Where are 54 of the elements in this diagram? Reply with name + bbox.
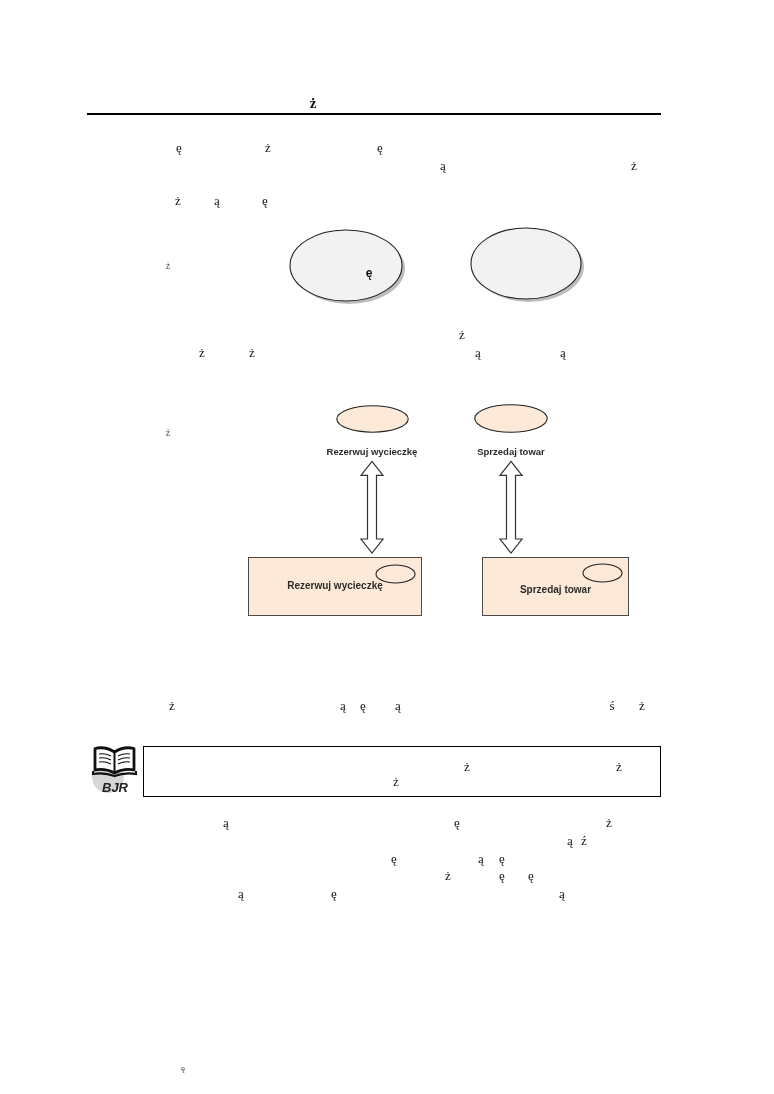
text-fragment: ż [169, 698, 175, 712]
text-fragment: ą [559, 886, 565, 900]
text-fragment: ę [499, 868, 505, 882]
ellipse-text: ę [365, 267, 373, 279]
text-fragment: ż [445, 868, 451, 882]
page-title: ż [309, 95, 317, 111]
oval-shape [582, 563, 623, 583]
text-fragment: ę [391, 851, 397, 865]
text-fragment: ę [176, 140, 182, 154]
text-fragment: ą [395, 698, 401, 712]
text-fragment: ę [331, 886, 337, 900]
text-fragment: ż [631, 158, 637, 172]
text-fragment: ę [528, 868, 534, 882]
component-box [248, 557, 422, 616]
text-fragment: ż [606, 815, 612, 829]
note-text: ż [464, 759, 470, 773]
text-fragment: ę [262, 193, 268, 207]
double-arrow [359, 460, 385, 554]
text-fragment: ą [478, 851, 484, 865]
text-fragment: ż [199, 345, 205, 359]
note-text: ż [616, 759, 622, 773]
icon-caption: BJR [102, 780, 128, 794]
text-fragment: ę [181, 1063, 185, 1073]
use-case-name: Rezerwuj wycieczkę [326, 446, 418, 458]
oval-shape [470, 227, 585, 303]
text-fragment: ą [567, 833, 573, 847]
text-fragment: ż [175, 193, 181, 207]
note-box [143, 746, 661, 797]
text-fragment: ż [165, 428, 171, 438]
text-fragment: ą [475, 345, 481, 359]
text-fragment: ą [560, 345, 566, 359]
component-name: Sprzedaj towar [519, 584, 592, 596]
text-fragment: ż [249, 345, 255, 359]
text-fragment: ę [377, 140, 383, 154]
text-fragment: ę [454, 815, 460, 829]
text-fragment: ą [340, 698, 346, 712]
text-fragment: ż [639, 698, 645, 712]
text-fragment: ż [165, 261, 171, 271]
text-fragment: ą [238, 886, 244, 900]
use-case-ellipse [289, 229, 406, 305]
text-fragment: ę [360, 698, 366, 712]
component-name: Rezerwuj wycieczkę [287, 580, 383, 592]
text-fragment: ź [581, 833, 587, 847]
text-fragment: ą [223, 815, 229, 829]
text-fragment: ż [459, 327, 465, 341]
use-case-name: Sprzedaj towar [477, 446, 545, 458]
double-arrow [498, 460, 524, 554]
note-text: ż [393, 774, 399, 788]
text-fragment: ż [265, 140, 271, 154]
component-box [482, 557, 629, 616]
text-fragment: ę [499, 851, 505, 865]
text-fragment: ś [609, 698, 615, 712]
text-fragment: ą [214, 193, 220, 207]
text-fragment: ą [440, 158, 446, 172]
